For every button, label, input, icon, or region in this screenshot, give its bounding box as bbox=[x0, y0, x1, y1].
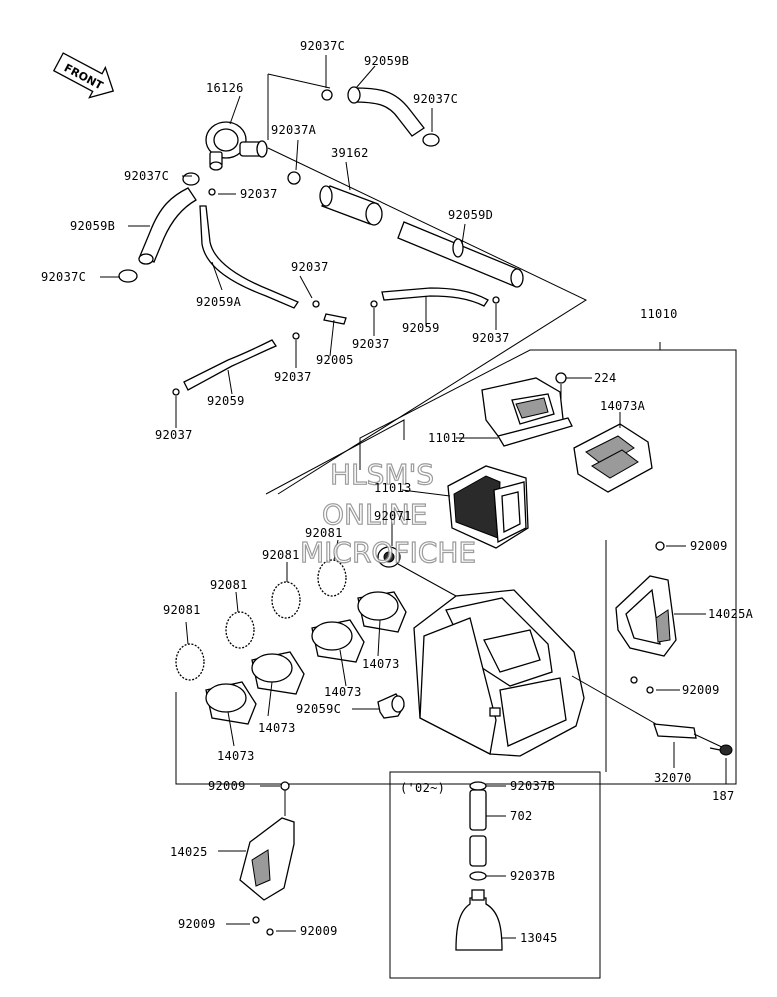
label-92009-a: 92009 bbox=[690, 539, 728, 553]
drain-parts bbox=[455, 781, 503, 951]
label-14073-c: 14073 bbox=[258, 721, 296, 735]
clamp-rings bbox=[175, 559, 347, 681]
label-92037-b: 92037 bbox=[291, 260, 329, 274]
label-92059b-top: 92059B bbox=[364, 54, 409, 68]
watermark: HLSM'S ONLINE MICROFICHE bbox=[299, 457, 476, 569]
label-92081-b: 92081 bbox=[262, 548, 300, 562]
label-14025a: 14025A bbox=[708, 607, 754, 621]
label-11013: 11013 bbox=[374, 481, 412, 495]
label-92081-c: 92081 bbox=[210, 578, 248, 592]
filter-11013 bbox=[447, 465, 529, 549]
bracket-14025a bbox=[615, 541, 677, 694]
intake-ducts bbox=[205, 591, 407, 725]
watermark-line-1: HLSM'S bbox=[330, 458, 434, 491]
label-92037-f: 92037 bbox=[155, 428, 193, 442]
part-labels: 92037C 92059B 16126 92037C 92037A 39162 … bbox=[41, 39, 754, 945]
label-92037b-a: 92037B bbox=[510, 779, 555, 793]
label-92059-b: 92059 bbox=[207, 394, 245, 408]
label-92037c-low: 92037C bbox=[41, 270, 86, 284]
label-92037-c: 92037 bbox=[352, 337, 390, 351]
element-14073a bbox=[573, 423, 653, 493]
label-224: 224 bbox=[594, 371, 617, 385]
label-187: 187 bbox=[712, 789, 735, 803]
label-92059-a: 92059 bbox=[402, 321, 440, 335]
label-14073-b: 14073 bbox=[324, 685, 362, 699]
label-11010: 11010 bbox=[640, 307, 678, 321]
label-92009-d: 92009 bbox=[178, 917, 216, 931]
label-16126: 16126 bbox=[206, 81, 244, 95]
bolt-187 bbox=[709, 744, 733, 756]
label-14073-d: 14073 bbox=[217, 749, 255, 763]
label-14073-a: 14073 bbox=[362, 657, 400, 671]
label-14025: 14025 bbox=[170, 845, 208, 859]
watermark-line-2: ONLINE bbox=[322, 498, 427, 531]
label-92059c: 92059C bbox=[296, 702, 341, 716]
label-92059d: 92059D bbox=[448, 208, 493, 222]
label-92037c-left: 92037C bbox=[124, 169, 169, 183]
label-92059b-left: 92059B bbox=[70, 219, 115, 233]
label-92037c-top: 92037C bbox=[300, 39, 345, 53]
label-92005: 92005 bbox=[316, 353, 354, 367]
screw-224 bbox=[555, 372, 582, 384]
grommet-92071 bbox=[377, 546, 401, 568]
label-92071: 92071 bbox=[374, 509, 412, 523]
label-92037b-b: 92037B bbox=[510, 869, 555, 883]
label-92081-d: 92081 bbox=[163, 603, 201, 617]
label-92037-d: 92037 bbox=[472, 331, 510, 345]
label-702: 702 bbox=[510, 809, 533, 823]
label-92037c-right: 92037C bbox=[413, 92, 458, 106]
cover-11012 bbox=[481, 377, 573, 447]
year-note: ('02~) bbox=[400, 781, 445, 795]
bracket-32070 bbox=[653, 723, 697, 739]
label-92037-a: 92037 bbox=[240, 187, 278, 201]
watermark-line-3: MICROFICHE bbox=[300, 536, 476, 569]
label-92009-e: 92009 bbox=[300, 924, 338, 938]
valve-16126 bbox=[205, 121, 268, 171]
elbow-92059c bbox=[377, 693, 405, 719]
label-13045: 13045 bbox=[520, 931, 558, 945]
label-92037a: 92037A bbox=[271, 123, 317, 137]
label-92009-b: 92009 bbox=[682, 683, 720, 697]
label-92081-a: 92081 bbox=[305, 526, 343, 540]
label-92009-c: 92009 bbox=[208, 779, 246, 793]
canister-39162 bbox=[319, 185, 383, 226]
label-14073a: 14073A bbox=[600, 399, 646, 413]
label-11012: 11012 bbox=[428, 431, 466, 445]
label-32070: 32070 bbox=[654, 771, 692, 785]
label-39162: 39162 bbox=[331, 146, 369, 160]
front-arrow-icon: FRONT bbox=[52, 52, 115, 99]
label-92059a: 92059A bbox=[196, 295, 242, 309]
airbox-body bbox=[413, 589, 585, 757]
bracket-14025 bbox=[239, 781, 295, 936]
label-92037-e: 92037 bbox=[274, 370, 312, 384]
